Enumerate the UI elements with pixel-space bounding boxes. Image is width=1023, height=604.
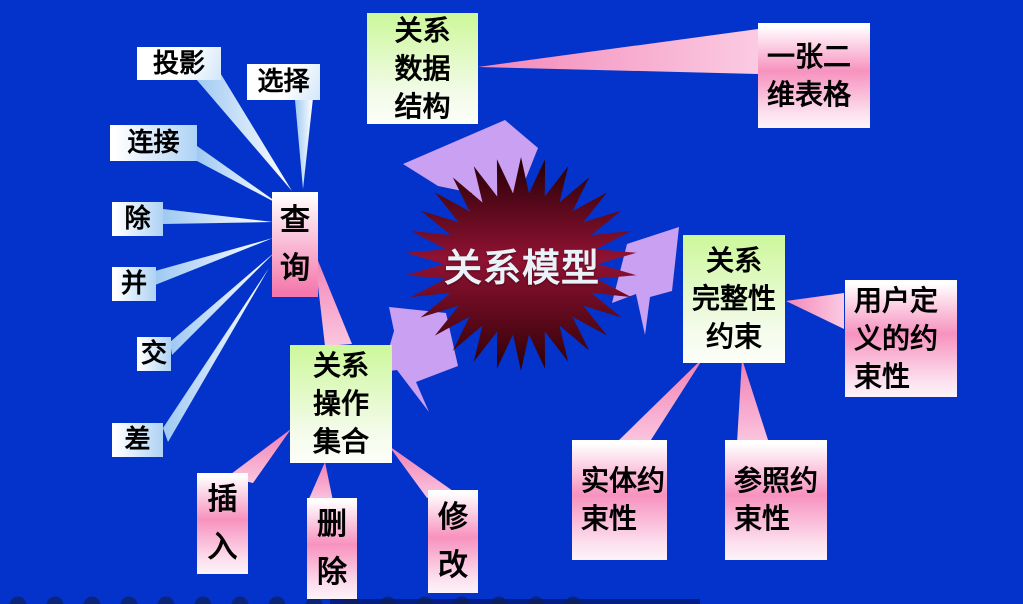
node-union: 并 (112, 267, 156, 301)
node-label: 一张二 维表格 (767, 39, 852, 111)
starburst-shape (405, 157, 637, 371)
beam-chu-chaxun (163, 209, 273, 224)
bottom-dot (527, 596, 545, 604)
node-label: 选择 (257, 67, 310, 97)
node-modify: 修 改 (428, 490, 478, 593)
node-difference: 差 (112, 423, 163, 457)
beam-touying-chaxun (196, 71, 292, 191)
node-relational-integrity-constraints: 关系 完整性 约束 (683, 235, 785, 363)
beam-cha-chaxun (163, 268, 269, 442)
node-label: 实体约 束性 (581, 464, 666, 535)
bottom-dot (157, 596, 175, 604)
bottom-dot (83, 596, 101, 604)
beam-wanzhengxing-yonghudingyi (786, 293, 844, 329)
node-division: 除 (112, 202, 163, 236)
node-relational-data-structure: 关系 数据 结构 (367, 13, 478, 124)
bottom-dots-row (9, 596, 582, 604)
bottom-edge-shadow (330, 599, 700, 604)
bottom-dot (564, 596, 582, 604)
node-label: 除 (124, 204, 151, 234)
node-label: 投影 (152, 48, 205, 79)
node-label: 差 (124, 425, 151, 455)
node-label: 参照约 束性 (734, 464, 819, 535)
node-projection: 投影 (137, 47, 221, 80)
node-referential-constraints: 参照约 束性 (725, 440, 827, 560)
bottom-dot (120, 596, 138, 604)
node-label: 关系 操作 集合 (312, 349, 369, 458)
bottom-dot (453, 596, 471, 604)
bottom-dot (9, 596, 27, 604)
bottom-dot (194, 596, 212, 604)
bottom-dot (268, 596, 286, 604)
arrow-to-integrity-icon (612, 227, 679, 335)
node-label: 关系 完整性 约束 (691, 244, 776, 353)
node-label: 关系 数据 结构 (394, 13, 451, 123)
node-selection: 选择 (247, 64, 320, 100)
node-label: 插 入 (207, 481, 238, 565)
node-entity-constraints: 实体约 束性 (572, 440, 667, 560)
node-relational-operation-set: 关系 操作 集合 (290, 345, 392, 463)
beam-shujujiegou-biaoge (478, 29, 758, 74)
bottom-dot (416, 596, 434, 604)
beam-caozuojihe-shanchu (308, 462, 333, 501)
node-user-defined-constraints: 用户定 义的约 束性 (845, 280, 957, 397)
node-join: 连接 (110, 125, 197, 161)
node-label: 查 询 (280, 202, 310, 286)
node-two-dimensional-table: 一张二 维表格 (758, 23, 870, 128)
node-delete: 删 除 (307, 498, 357, 599)
bottom-dot (46, 596, 64, 604)
beam-wanzhengxing-canzhao (737, 359, 769, 443)
node-label: 删 除 (317, 506, 347, 590)
beam-caozuojihe-charu (227, 429, 291, 483)
beam-caozuojihe-xiugai (389, 446, 453, 498)
node-intersection: 交 (137, 337, 171, 371)
beam-wanzhengxing-shiti (616, 357, 704, 443)
beam-bing-chaxun (155, 238, 273, 285)
central-topic: 关系模型 (441, 240, 603, 290)
bottom-dot (379, 596, 397, 604)
node-label: 交 (140, 339, 167, 369)
bottom-dot (490, 596, 508, 604)
central-topic-label: 关系模型 (443, 245, 600, 290)
node-insert: 插 入 (197, 473, 248, 574)
beam-jiao-chaxun (170, 252, 275, 355)
beam-xuanze-chaxun (295, 98, 313, 189)
bottom-dot (231, 596, 249, 604)
beam-lianjie-chaxun (197, 146, 282, 206)
node-label: 修 改 (438, 499, 468, 583)
node-query: 查 询 (272, 192, 318, 297)
node-label: 用户定 义的约 束性 (854, 283, 939, 393)
node-label: 连接 (127, 128, 180, 158)
node-label: 并 (120, 269, 147, 299)
beam-chaxun-caozuojihe (314, 251, 352, 346)
